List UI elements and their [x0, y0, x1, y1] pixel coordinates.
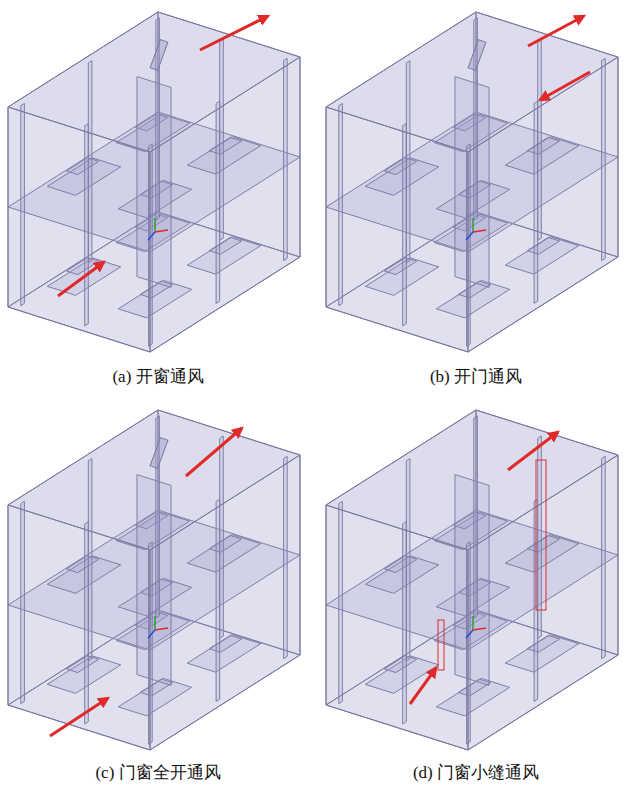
subfigure-caption: (a) 开窗通风 — [112, 367, 203, 387]
subfigure-caption: (d) 门窗小缝通风 — [413, 763, 539, 783]
subfigure-caption: (c) 门窗全开通风 — [95, 763, 220, 783]
subfigure-caption: (b) 开门通风 — [430, 367, 522, 387]
